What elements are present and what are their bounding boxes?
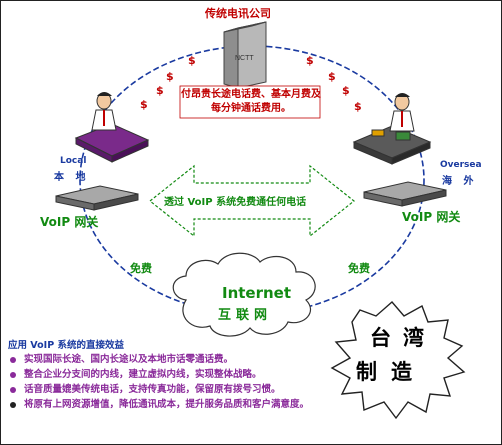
internet-label-en: Internet [222, 284, 292, 302]
dollar-sign: $ [166, 70, 174, 83]
benefit-item: 话音质量媲美传统电话，支持传真功能，保留原有拨号习惯。 [10, 381, 281, 395]
exchange-label: NCTT [235, 55, 254, 62]
internet-label-zh: 互联网 [218, 308, 273, 323]
overseas-label-en: Oversea [440, 160, 482, 170]
dollar-sign: $ [140, 98, 148, 111]
fee-note: 付昂贵长途电话费、基本月费及每分钟通话费用。 [181, 89, 321, 114]
free-call-double-arrow [149, 164, 355, 238]
dollar-sign: $ [188, 54, 196, 67]
overseas-user-desk [352, 125, 432, 165]
local-label-en: Local [60, 156, 87, 166]
bullet-icon [10, 386, 16, 393]
stamp-line-1: 台湾 [370, 325, 436, 350]
dollar-sign: $ [328, 70, 336, 83]
local-gateway-label: VoIP 网关 [40, 215, 99, 229]
overseas-gateway-label: VoIP 网关 [402, 210, 461, 224]
dollar-sign: $ [156, 84, 164, 97]
internet-cloud [172, 252, 316, 337]
local-label-zh: 本 地 [54, 172, 90, 183]
overseas-user-person [389, 93, 415, 132]
bullet-icon [10, 356, 16, 363]
free-call-text: 透过 VoIP 系统免费通任何电话 [164, 197, 307, 208]
benefit-item: 实现国际长途、国内长途以及本地市话零通话费。 [10, 351, 233, 365]
dollar-sign: $ [354, 100, 362, 113]
bullet-icon [10, 371, 16, 378]
stamp-line-2: 制造 [356, 359, 426, 384]
made-in-taiwan-burst [330, 301, 466, 420]
local-user-person [91, 92, 117, 131]
free-label-left: 免费 [130, 262, 152, 275]
free-label-right: 免费 [348, 262, 370, 275]
overseas-voip-gateway-icon [363, 181, 447, 207]
benefit-item: 将原有上网资源增值，降低通讯成本，提升服务品质和客户满意度。 [10, 396, 309, 410]
dollar-sign: $ [306, 54, 314, 67]
exchange-icon [223, 21, 267, 89]
dollar-sign: $ [342, 84, 350, 97]
fee-box-outline [179, 85, 321, 119]
local-voip-gateway-icon [55, 185, 139, 211]
bullet-icon [10, 401, 16, 408]
overseas-label-zh: 海 外 [442, 176, 478, 187]
benefit-item: 整合企业分支间的内线，建立虚拟内线，实现整体战略。 [10, 366, 262, 380]
local-user-desk [74, 123, 150, 163]
benefits-title: 应用 VoIP 系统的直接效益 [8, 340, 124, 351]
company-label: 传统电讯公司 [205, 7, 271, 20]
